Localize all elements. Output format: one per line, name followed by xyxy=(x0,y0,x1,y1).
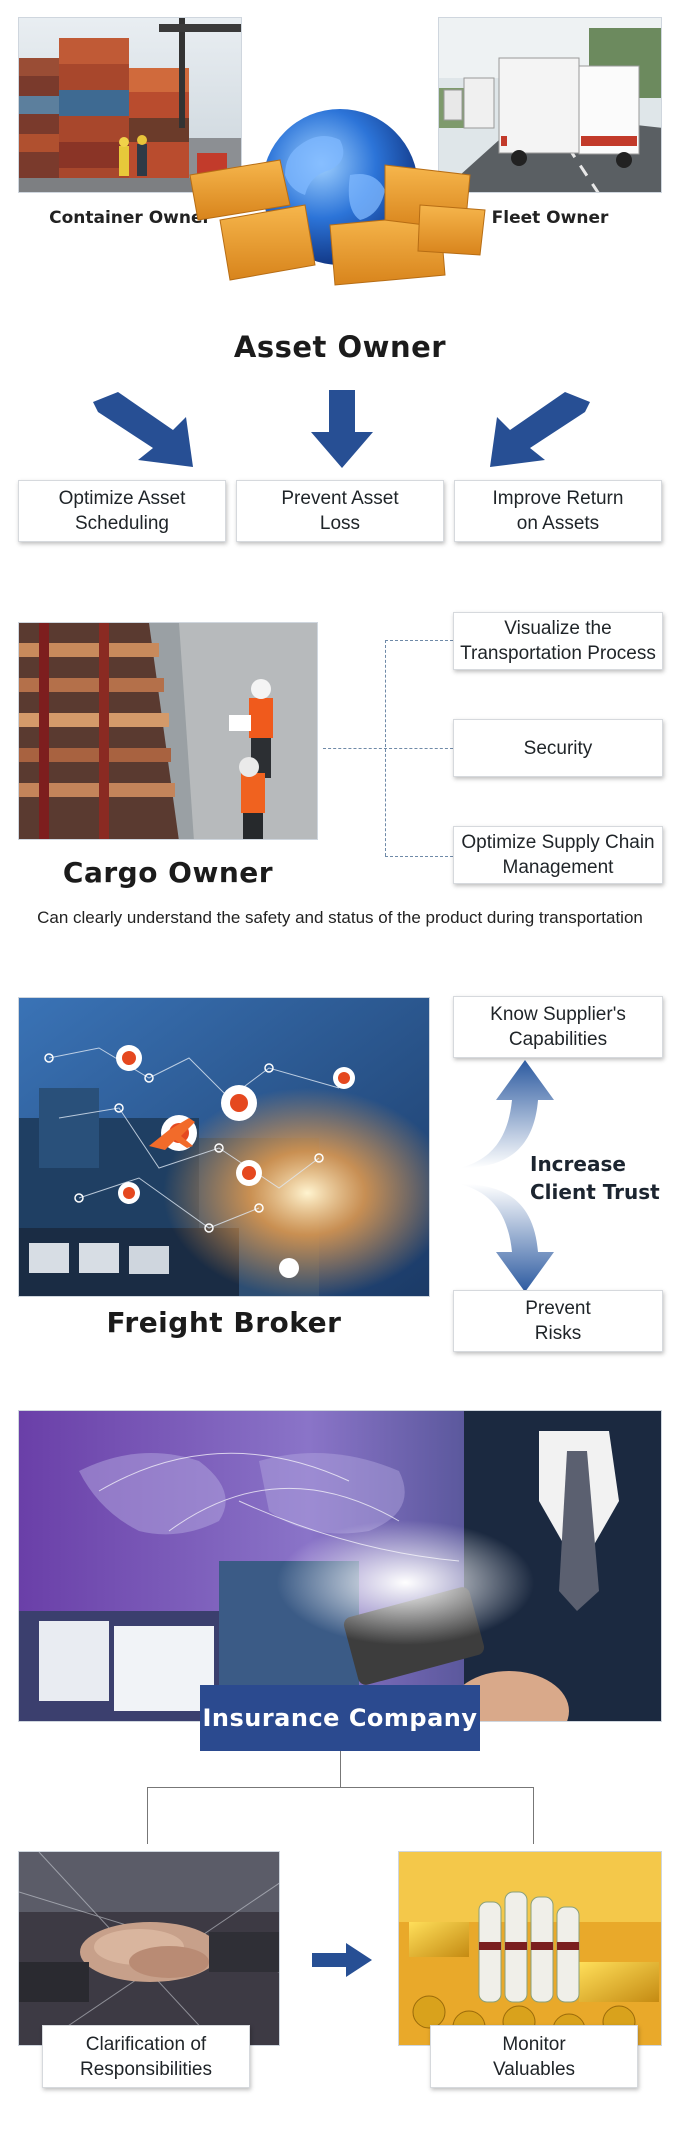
clarification-box: Clarification of Responsibilities xyxy=(42,2025,250,2088)
arrow-down-icon xyxy=(311,390,373,468)
tree-right-leg xyxy=(533,1787,534,1844)
arrow-down-right-icon xyxy=(93,392,193,467)
curved-arrow-up-icon xyxy=(460,1060,554,1168)
connector-middle xyxy=(323,748,453,749)
prevent-risks-label: Prevent Risks xyxy=(525,1298,591,1344)
optimize-asset-scheduling-box: Optimize Asset Scheduling xyxy=(18,480,226,542)
connector-bottom xyxy=(385,856,453,857)
teamwork-hands-photo xyxy=(18,1851,280,2046)
know-supplier-box: Know Supplier's Capabilities xyxy=(453,996,663,1058)
curved-arrow-down-icon xyxy=(460,1184,554,1292)
clarification-label: Clarification of Responsibilities xyxy=(79,2033,212,2080)
optimize-asset-scheduling-label: Optimize Asset Scheduling xyxy=(58,488,186,534)
optimize-supply-chain-label: Optimize Supply Chain Management xyxy=(461,832,655,878)
know-supplier-label: Know Supplier's Capabilities xyxy=(490,1004,626,1050)
warehouse-workers-photo xyxy=(18,622,318,840)
cargo-owner-title: Cargo Owner xyxy=(62,856,274,889)
globe-with-containers-illustration xyxy=(180,105,490,330)
monitor-valuables-box: Monitor Valuables xyxy=(430,2025,638,2088)
security-box: Security xyxy=(453,719,663,777)
container-yard-photo xyxy=(18,17,242,193)
arrow-right-icon xyxy=(312,1943,372,1977)
insurance-company-banner: Insurance Company xyxy=(200,1685,480,1751)
fleet-owner-label: Fleet Owner xyxy=(491,208,609,228)
optimize-supply-chain-box: Optimize Supply Chain Management xyxy=(453,826,663,884)
logistics-network-photo xyxy=(18,997,430,1297)
connector-top xyxy=(385,640,453,641)
gold-valuables-photo xyxy=(398,1851,662,2046)
insurance-business-photo xyxy=(18,1410,662,1722)
visualize-process-box: Visualize the Transportation Process xyxy=(453,612,663,670)
monitor-valuables-label: Monitor Valuables xyxy=(492,2033,576,2080)
tree-left-leg xyxy=(147,1787,148,1844)
tree-branch xyxy=(147,1787,533,1788)
asset-owner-title: Asset Owner xyxy=(233,330,447,364)
visualize-process-label: Visualize the Transportation Process xyxy=(460,618,656,664)
insurance-company-title: Insurance Company xyxy=(202,1704,478,1732)
prevent-risks-box: Prevent Risks xyxy=(453,1290,663,1352)
container-owner-label: Container Owner xyxy=(49,208,211,228)
freight-broker-title: Freight Broker xyxy=(106,1306,342,1339)
prevent-asset-loss-box: Prevent Asset Loss xyxy=(236,480,444,542)
prevent-asset-loss-label: Prevent Asset Loss xyxy=(281,488,399,534)
arrow-down-left-icon xyxy=(490,392,590,467)
truck-highway-photo xyxy=(438,17,662,193)
security-label: Security xyxy=(523,737,593,759)
improve-return-box: Improve Return on Assets xyxy=(454,480,662,542)
increase-client-trust-text: Increase Client Trust xyxy=(530,1152,660,1204)
tree-stem xyxy=(340,1751,341,1787)
cargo-owner-description: Can clearly understand the safety and st… xyxy=(37,908,643,927)
improve-return-label: Improve Return on Assets xyxy=(492,488,624,534)
